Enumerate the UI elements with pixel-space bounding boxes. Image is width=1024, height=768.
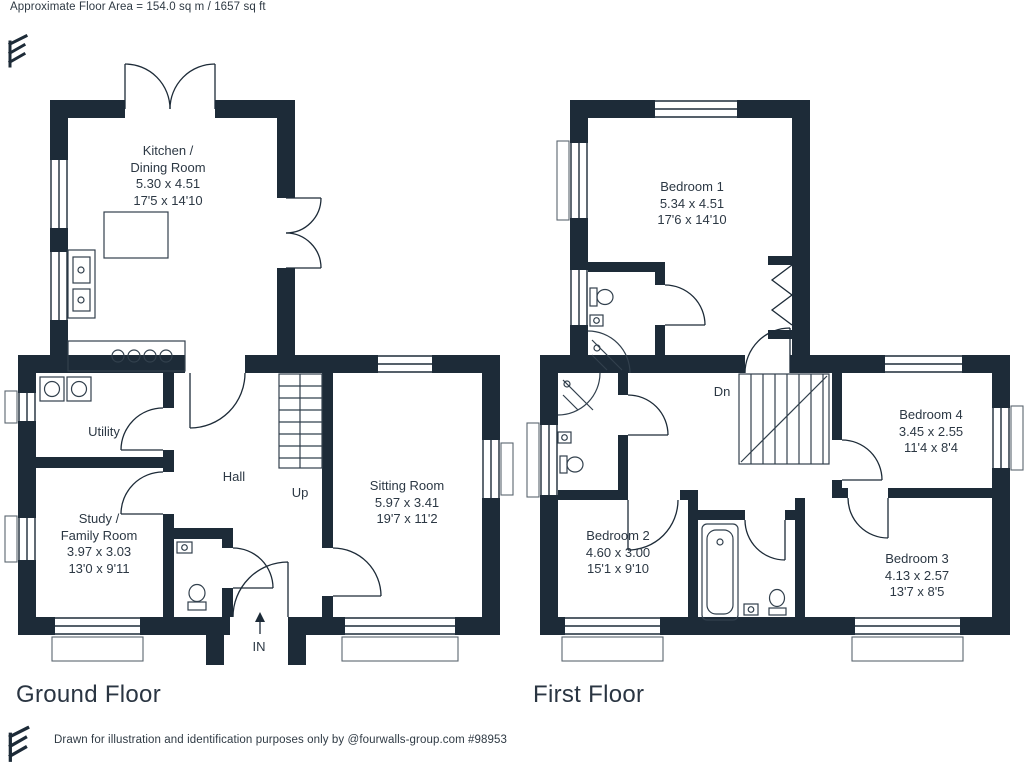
room-dims-metric: 4.60 x 3.00 [585, 544, 651, 560]
first-sills [526, 140, 1024, 662]
room-dims-metric: 5.34 x 4.51 [659, 195, 725, 211]
room-name-line: Bedroom 4 [899, 407, 963, 422]
room-label-kitchen-dining: Kitchen / Dining Room 5.30 x 4.51 17'5 x… [130, 143, 205, 209]
fourwalls-logo-icon [7, 33, 29, 68]
room-dims-imperial: 13'0 x 9'11 [68, 560, 130, 576]
first-doors [627, 264, 889, 561]
entrance-text: IN [252, 639, 266, 654]
room-label-sitting-room: Sitting Room 5.97 x 3.41 19'7 x 11'2 [370, 478, 444, 528]
entrance-arrow-icon [255, 612, 265, 634]
room-name-line: Study / [78, 511, 120, 526]
first-stairs [738, 373, 830, 465]
first-walls [540, 100, 1010, 635]
ground-floor-plan [4, 63, 514, 665]
room-dims-imperial: 13'7 x 8'5 [889, 584, 945, 599]
room-dims-metric: 5.30 x 4.51 [135, 176, 201, 191]
first-fixtures [557, 287, 787, 621]
stairs-down-label: Dn [714, 384, 731, 401]
room-dims-imperial: 15'1 x 9'10 [586, 561, 650, 576]
ground-sills [4, 390, 514, 662]
room-label-bedroom-2: Bedroom 2 4.60 x 3.00 15'1 x 9'10 [586, 528, 650, 578]
room-name-line: Bedroom 1 [660, 179, 724, 194]
room-name-line: Bedroom 3 [885, 551, 949, 566]
stairs-direction-text: Up [291, 485, 309, 500]
room-name-line: Bedroom 2 [586, 528, 650, 543]
room-label-bedroom-1: Bedroom 1 5.34 x 4.51 17'6 x 14'10 [657, 179, 726, 229]
ground-stairs [278, 373, 323, 469]
ground-walls [18, 100, 500, 665]
room-label-utility: Utility [88, 424, 120, 441]
room-name-line: Utility [88, 424, 120, 439]
ground-doors [120, 63, 382, 618]
room-dims-imperial: 17'5 x 14'10 [133, 192, 203, 208]
floor-area-text: Approximate Floor Area = 154.0 sq m / 16… [10, 1, 266, 13]
room-dims-metric: 5.97 x 3.41 [374, 494, 440, 510]
floor-label-first: First Floor [533, 681, 645, 708]
room-dims-imperial: 11'4 x 8'4 [904, 440, 958, 455]
entrance-in-label: IN [253, 639, 266, 656]
stairs-direction-text: Dn [713, 384, 731, 399]
room-label-bedroom-3: Bedroom 3 4.13 x 2.57 13'7 x 8'5 [885, 551, 949, 601]
room-label-bedroom-4: Bedroom 4 3.45 x 2.55 11'4 x 8'4 [899, 407, 963, 457]
room-dims-imperial: 19'7 x 11'2 [376, 511, 438, 526]
room-name-line: Kitchen / [142, 143, 194, 158]
room-name-line: Hall [222, 469, 246, 484]
disclaimer-text: Drawn for illustration and identificatio… [54, 734, 508, 746]
first-windows [540, 100, 1010, 635]
room-dims-imperial: 17'6 x 14'10 [657, 212, 727, 227]
floor-label-ground: Ground Floor [16, 681, 161, 708]
ground-fixtures [39, 211, 207, 611]
room-dims-metric: 3.97 x 3.03 [66, 544, 132, 559]
room-label-study-family: Study / Family Room 3.97 x 3.03 13'0 x 9… [61, 511, 138, 577]
fourwalls-logo-icon-bottom [8, 725, 30, 762]
room-name-line: Dining Room [130, 159, 206, 175]
room-dims-metric: 4.13 x 2.57 [884, 567, 950, 583]
room-name-line: Family Room [60, 527, 138, 543]
room-dims-metric: 3.45 x 2.55 [898, 423, 964, 439]
room-name-line: Sitting Room [369, 478, 445, 493]
stairs-up-label: Up [292, 485, 309, 502]
ground-windows [18, 160, 500, 635]
first-floor-plan [526, 100, 1024, 662]
room-label-hall: Hall [223, 469, 245, 486]
